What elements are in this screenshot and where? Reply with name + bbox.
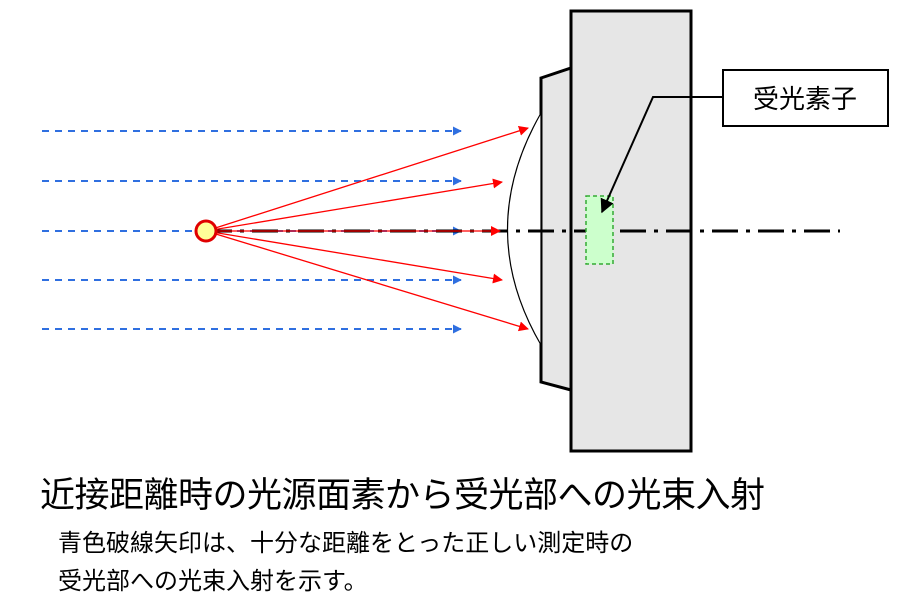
light-source xyxy=(194,219,218,243)
diverging-rays xyxy=(205,125,529,332)
caption-line: 受光部への光束入射を示す。 xyxy=(58,567,368,595)
diagram: 受光素子 xyxy=(42,9,889,453)
diverging-ray xyxy=(205,125,529,232)
lens-dome xyxy=(506,110,542,348)
diagram-title: 近接距離時の光源面素から受光部への光束入射 xyxy=(40,476,765,516)
label-pointer xyxy=(600,96,723,214)
photodetector-element xyxy=(585,195,614,265)
diverging-ray xyxy=(205,230,503,284)
diverging-ray xyxy=(205,178,503,232)
caption-line: 青色破線矢印は、十分な距離をとった正しい測定時の xyxy=(58,529,634,557)
photodetector-label: 受光素子 xyxy=(753,85,857,115)
diffuser-plate xyxy=(539,65,573,392)
diverging-ray xyxy=(205,230,529,332)
